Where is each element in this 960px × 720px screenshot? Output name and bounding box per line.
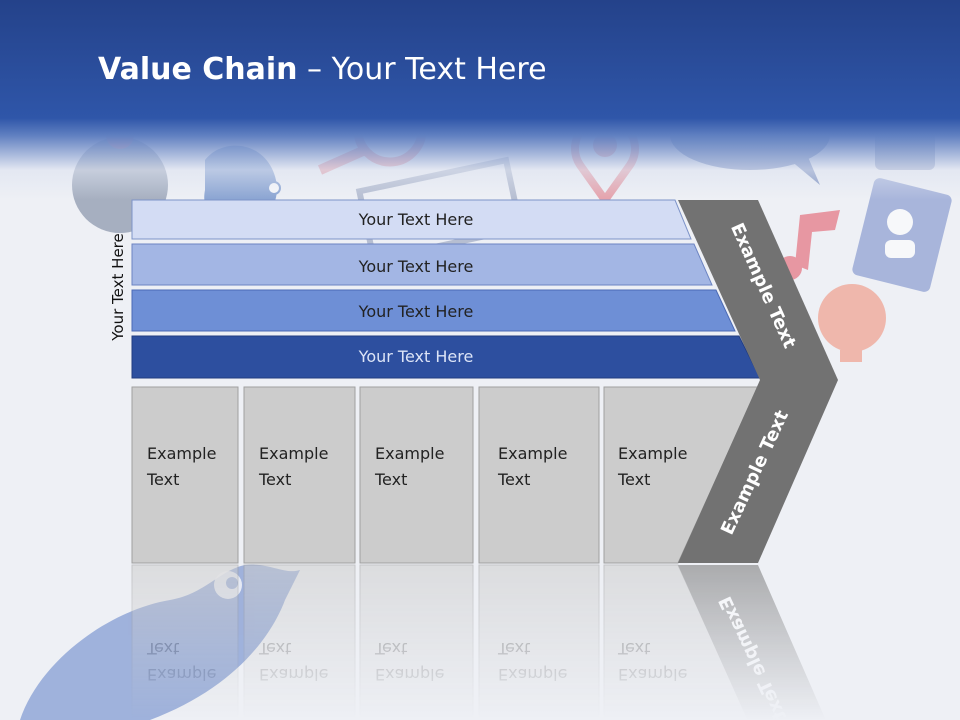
box-4-line2: Text <box>497 470 530 489</box>
box-5-line2: Text <box>617 470 650 489</box>
box-1 <box>131 386 239 564</box>
header-band <box>0 0 960 200</box>
title-rest: – Your Text Here <box>297 52 547 87</box>
svg-text:Text: Text <box>617 639 650 658</box>
svg-text:Text: Text <box>258 639 291 658</box>
svg-text:Example: Example <box>259 665 328 684</box>
box-5-line1: Example <box>618 444 687 463</box>
slide-title: Value Chain – Your Text Here <box>98 52 547 87</box>
box-4-line1: Example <box>498 444 567 463</box>
svg-text:Example: Example <box>375 665 444 684</box>
box-2-line1: Example <box>259 444 328 463</box>
band-1-label: Your Text Here <box>358 210 474 229</box>
svg-text:Example: Example <box>147 665 216 684</box>
box-2-line2: Text <box>258 470 291 489</box>
box-3 <box>359 386 474 564</box>
band-3-label: Your Text Here <box>358 302 474 321</box>
band-2-label: Your Text Here <box>358 257 474 276</box>
box-1-line1: Example <box>147 444 216 463</box>
box-2 <box>243 386 356 564</box>
band-4-label: Your Text Here <box>358 347 474 366</box>
band-2 <box>131 243 713 286</box>
chevron-upper <box>678 200 838 380</box>
diagram-reflection: Example Text Example Text Example Text E… <box>131 564 826 720</box>
band-3 <box>131 289 736 332</box>
title-bold: Value Chain <box>98 52 298 87</box>
svg-text:Example: Example <box>618 665 687 684</box>
box-3-line1: Example <box>375 444 444 463</box>
svg-text:Text: Text <box>497 639 530 658</box>
svg-text:Example: Example <box>498 665 567 684</box>
band-1 <box>131 199 692 240</box>
lightbulb-icon <box>818 284 886 362</box>
chevron-lower <box>678 380 838 563</box>
svg-text:Text: Text <box>146 639 179 658</box>
box-4 <box>478 386 600 564</box>
contact-book-icon <box>852 178 952 292</box>
box-3-line2: Text <box>374 470 407 489</box>
svg-text:Text: Text <box>374 639 407 658</box>
box-1-line2: Text <box>146 470 179 489</box>
